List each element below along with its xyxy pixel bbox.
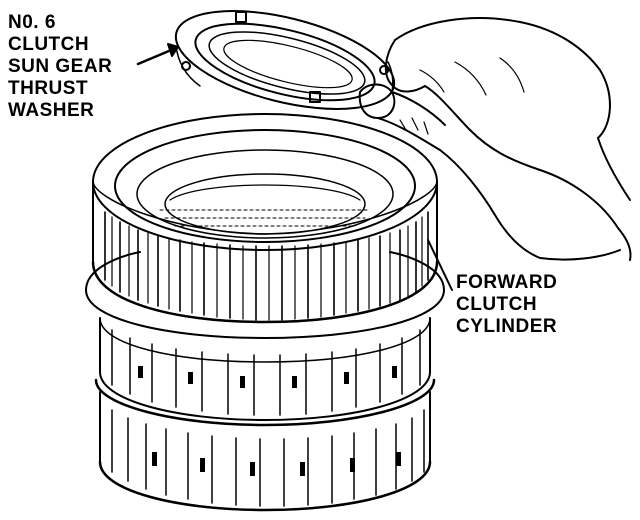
thrust-washer-label: N0. 6 CLUTCH SUN GEAR THRUST WASHER [8, 12, 112, 122]
forward-clutch-cylinder-label: FORWARD CLUTCH CYLINDER [456, 272, 557, 338]
hand-illustration [358, 17, 632, 261]
thrust-washer-part [174, 10, 396, 110]
thrust-washer-label-line: N0. 6 [8, 12, 56, 33]
thrust-washer-label-line: CLUTCH [8, 34, 90, 55]
thrust-washer-label-line: WASHER [8, 100, 95, 121]
forward-clutch-label-line: FORWARD [456, 272, 558, 293]
forward-clutch-label-line: CYLINDER [456, 316, 558, 337]
middle-clutch-drum-part [99, 317, 431, 421]
separator-ring-lower [94, 378, 436, 427]
thrust-washer-label-line: THRUST [8, 78, 89, 99]
lower-clutch-drum-part [98, 391, 432, 512]
separator-ring-upper [85, 251, 445, 339]
forward-clutch-label-line: CLUTCH [456, 294, 538, 315]
arrow-icon [136, 43, 179, 66]
leader-line [427, 239, 453, 291]
thrust-washer-label-line: SUN GEAR [8, 56, 113, 77]
forward-clutch-cylinder-part [91, 113, 439, 324]
